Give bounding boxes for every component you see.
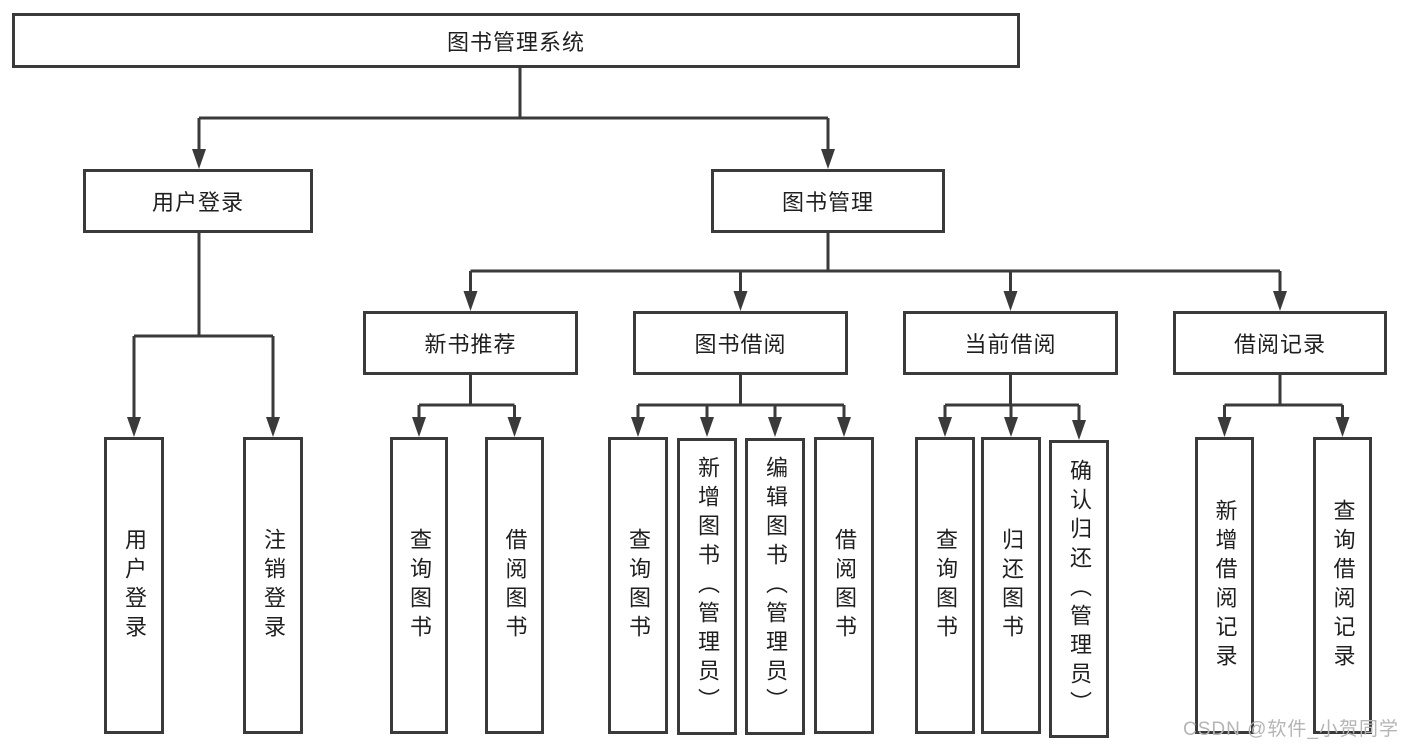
node-book-borrow-label: 图书借阅 [694,332,787,357]
node-current-borrow-label: 当前借阅 [964,332,1057,357]
leaf-edit-book-admin: 编辑图书（管理员） [745,438,805,735]
node-current-borrow: 当前借阅 [903,311,1118,375]
node-user-login: 用户登录 [83,169,313,233]
node-user-login-label: 用户登录 [151,190,244,215]
leaf-user-login: 用户登录 [104,437,164,734]
leaf-query-borrow-record-label: 查询借阅记录 [1330,498,1356,673]
leaf-logout: 注销登录 [243,437,303,734]
leaf-borrow-book-recommend-label: 借阅图书 [502,527,528,644]
leaf-query-book-current: 查询图书 [915,437,975,734]
node-book-management: 图书管理 [711,169,945,233]
leaf-return-book: 归还图书 [981,437,1041,734]
leaf-query-book-borrow-label: 查询图书 [626,527,651,644]
leaf-add-book-admin: 新增图书（管理员） [677,438,737,735]
leaf-query-book-borrow: 查询图书 [608,437,668,734]
leaf-borrow-book-label: 借阅图书 [832,527,857,644]
leaf-return-book-label: 归还图书 [999,527,1024,644]
leaf-query-book-current-label: 查询图书 [933,527,958,644]
csdn-watermark: CSDN @软件_小贺同学 [1183,719,1399,740]
leaf-borrow-book: 借阅图书 [814,437,874,734]
leaf-borrow-book-recommend: 借阅图书 [485,437,544,734]
leaf-logout-label: 注销登录 [261,527,286,644]
leaf-confirm-return-admin-label: 确认归还（管理员） [1067,458,1092,720]
node-new-book-recommend-label: 新书推荐 [424,332,517,357]
leaf-edit-book-admin-label: 编辑图书（管理员） [763,456,788,717]
node-book-management-label: 图书管理 [781,190,874,215]
leaf-query-book-recommend-label: 查询图书 [407,527,432,644]
leaf-confirm-return-admin: 确认归还（管理员） [1049,440,1109,738]
leaf-user-login-label: 用户登录 [122,527,147,644]
node-book-borrow: 图书借阅 [633,311,848,375]
leaf-add-borrow-record-label: 新增借阅记录 [1212,498,1238,673]
leaf-add-book-admin-label: 新增图书（管理员） [695,456,720,717]
leaf-query-book-recommend: 查询图书 [390,437,448,734]
arrowheads [127,149,1350,440]
leaf-add-borrow-record: 新增借阅记录 [1195,437,1254,734]
node-borrow-record-label: 借阅记录 [1233,332,1326,357]
node-new-book-recommend: 新书推荐 [363,311,578,375]
node-root-label: 图书管理系统 [446,29,585,55]
node-root: 图书管理系统 [12,13,1020,68]
node-borrow-record: 借阅记录 [1173,311,1387,375]
leaf-query-borrow-record: 查询借阅记录 [1313,437,1372,734]
